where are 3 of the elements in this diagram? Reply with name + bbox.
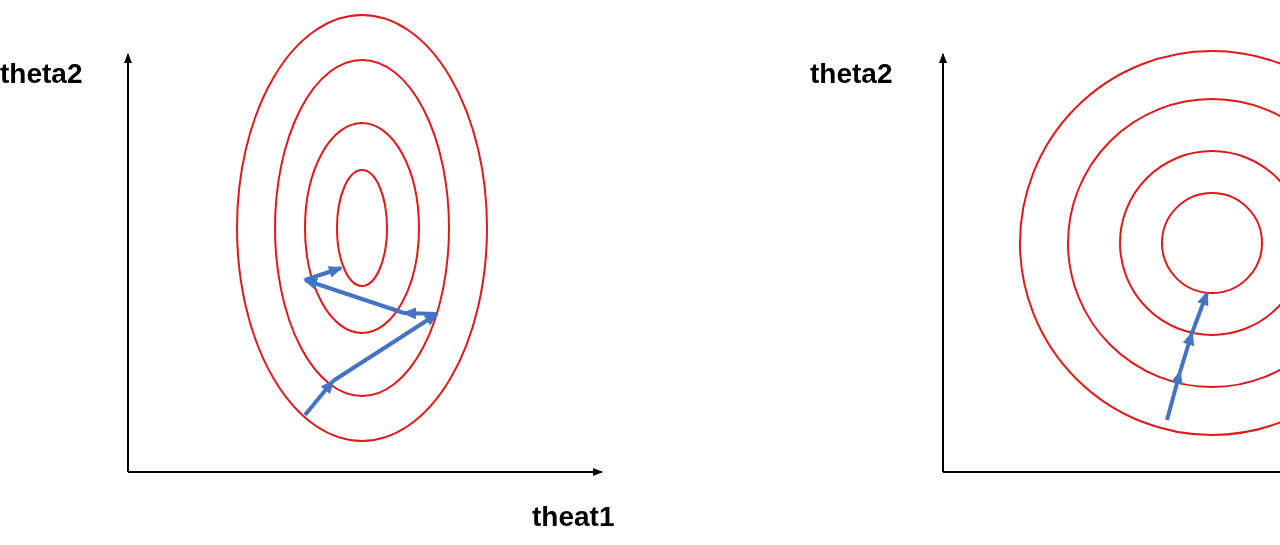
axis-label: theta2: [0, 60, 83, 88]
axis-label: theta2: [810, 60, 893, 88]
axis-label: theat1: [532, 503, 615, 531]
